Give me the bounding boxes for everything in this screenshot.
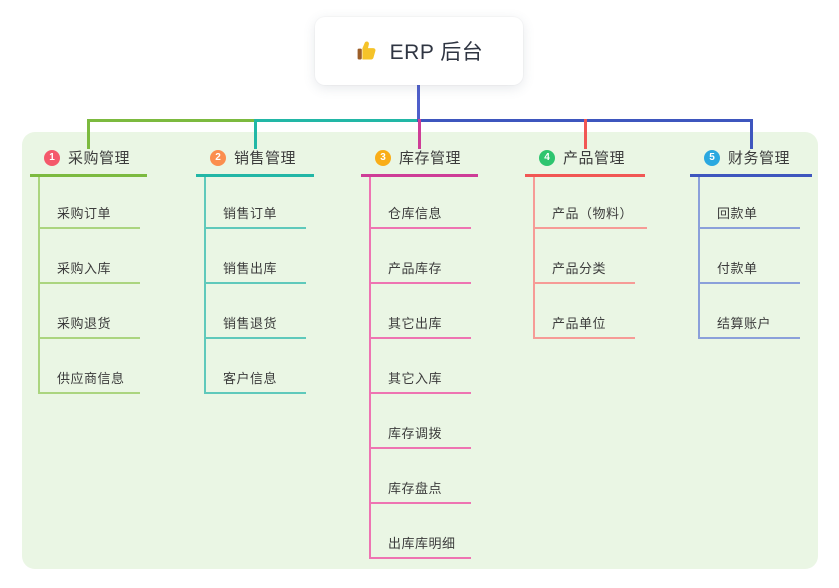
child-node-label: 销售出库 xyxy=(223,261,278,276)
child-node[interactable]: 其它出库 xyxy=(371,284,471,339)
child-node-label: 结算账户 xyxy=(717,316,772,331)
child-node[interactable]: 供应商信息 xyxy=(40,339,140,394)
connector-branch-drop xyxy=(583,119,587,149)
branch-children: 销售订单销售出库销售退货客户信息 xyxy=(204,177,314,394)
child-node-label: 其它出库 xyxy=(388,316,443,331)
child-node[interactable]: 回款单 xyxy=(700,177,800,229)
child-node[interactable]: 采购订单 xyxy=(40,177,140,229)
branch-title-label: 销售管理 xyxy=(234,150,297,167)
child-node-label: 库存盘点 xyxy=(388,481,443,496)
child-node-label: 采购入库 xyxy=(57,261,112,276)
child-node[interactable]: 仓库信息 xyxy=(371,177,471,229)
branch-number-badge: 3 xyxy=(375,149,391,166)
child-node[interactable]: 采购入库 xyxy=(40,229,140,284)
branch-column-1: 1 采购管理采购订单采购入库采购退货供应商信息 xyxy=(30,147,147,394)
root-title: ERP 后台 xyxy=(389,41,484,64)
branch-children: 仓库信息产品库存其它出库其它入库库存调拨库存盘点出库库明细 xyxy=(369,177,478,559)
content-panel xyxy=(22,132,818,569)
child-node-label: 出库库明细 xyxy=(388,536,456,551)
child-node[interactable]: 结算账户 xyxy=(700,284,800,339)
child-node[interactable]: 付款单 xyxy=(700,229,800,284)
child-node[interactable]: 产品分类 xyxy=(535,229,635,284)
branch-header-4[interactable]: 4 产品管理 xyxy=(525,147,645,177)
child-node-label: 付款单 xyxy=(717,261,758,276)
child-node[interactable]: 产品库存 xyxy=(371,229,471,284)
connector-bus-segment xyxy=(255,119,419,122)
child-node[interactable]: 产品（物料） xyxy=(535,177,648,229)
child-node[interactable]: 库存盘点 xyxy=(371,449,471,504)
child-node-label: 销售订单 xyxy=(223,206,278,221)
child-node-label: 回款单 xyxy=(717,206,758,221)
child-node-label: 库存调拨 xyxy=(388,426,443,441)
child-node-label: 客户信息 xyxy=(223,371,278,386)
child-node[interactable]: 出库库明细 xyxy=(371,504,471,559)
child-node[interactable]: 客户信息 xyxy=(206,339,306,394)
branch-children: 回款单付款单结算账户 xyxy=(698,177,812,339)
branch-children: 采购订单采购入库采购退货供应商信息 xyxy=(38,177,147,394)
connector-branch-drop xyxy=(87,119,90,149)
branch-column-5: 5 财务管理回款单付款单结算账户 xyxy=(690,147,812,339)
child-node-label: 供应商信息 xyxy=(57,371,125,386)
child-node-label: 其它入库 xyxy=(388,371,443,386)
branch-number-badge: 4 xyxy=(539,149,555,166)
branch-header-5[interactable]: 5 财务管理 xyxy=(690,147,812,177)
branch-column-4: 4 产品管理产品（物料） 产品分类产品单位 xyxy=(525,147,648,339)
branch-title-label: 财务管理 xyxy=(728,150,791,167)
branch-column-2: 2 销售管理销售订单销售出库销售退货客户信息 xyxy=(196,147,314,394)
branch-number-badge: 1 xyxy=(44,149,60,166)
connector-root-drop xyxy=(417,85,420,122)
child-node-label: 采购订单 xyxy=(57,206,112,221)
child-node[interactable]: 销售出库 xyxy=(206,229,306,284)
branch-children: 产品（物料） 产品分类产品单位 xyxy=(533,177,648,339)
child-node-label: 产品库存 xyxy=(388,261,443,276)
child-node-label: 产品分类 xyxy=(552,261,607,276)
branch-header-1[interactable]: 1 采购管理 xyxy=(30,147,147,177)
branch-column-3: 3 库存管理仓库信息产品库存其它出库其它入库库存调拨库存盘点出库库明细 xyxy=(361,147,478,559)
root-node[interactable]: ERP 后台 xyxy=(315,17,523,85)
connector-bus-segment xyxy=(88,119,255,122)
branch-title-label: 采购管理 xyxy=(68,150,131,167)
child-node-label: 产品（物料） xyxy=(552,206,634,221)
child-node-label: 采购退货 xyxy=(57,316,112,331)
connector-branch-drop xyxy=(749,119,753,149)
child-node[interactable]: 采购退货 xyxy=(40,284,140,339)
child-node-label: 产品单位 xyxy=(552,316,607,331)
child-node[interactable]: 库存调拨 xyxy=(371,394,471,449)
branch-number-badge: 2 xyxy=(210,149,226,166)
child-node[interactable]: 其它入库 xyxy=(371,339,471,394)
child-node[interactable]: 销售退货 xyxy=(206,284,306,339)
thumbs-up-icon xyxy=(357,41,376,60)
branch-header-2[interactable]: 2 销售管理 xyxy=(196,147,314,177)
connector-branch-drop xyxy=(418,119,421,149)
branch-title-label: 库存管理 xyxy=(399,150,462,167)
connector-branch-drop xyxy=(253,119,257,149)
branch-title-label: 产品管理 xyxy=(563,150,626,167)
branch-header-3[interactable]: 3 库存管理 xyxy=(361,147,478,177)
child-node[interactable]: 销售订单 xyxy=(206,177,306,229)
branch-number-badge: 5 xyxy=(704,149,720,166)
child-node-label: 销售退货 xyxy=(223,316,278,331)
child-node-label: 仓库信息 xyxy=(388,206,443,221)
child-node[interactable]: 产品单位 xyxy=(535,284,635,339)
